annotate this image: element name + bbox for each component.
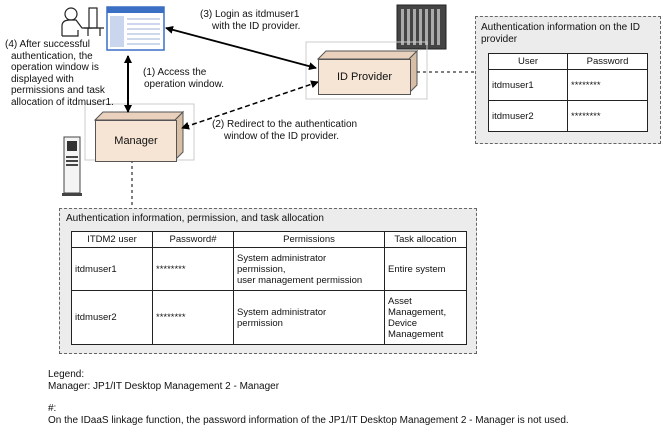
footnote-mark: #:	[48, 403, 57, 414]
table-row: itdmuser2 ********	[488, 100, 648, 132]
table-cell: System administrator permission, user ma…	[233, 247, 385, 291]
step1-line: operation window.	[144, 78, 225, 90]
cell-line: Entire system	[388, 263, 446, 275]
table-cell: itdmuser2	[488, 100, 568, 132]
cell-line: System administrator	[237, 306, 327, 318]
cell-line: permission,	[237, 263, 286, 275]
cell-line: Management,	[388, 306, 447, 318]
table-cell: itdmuser1	[488, 69, 568, 101]
step3-text: (3) Login as itdmuser1 with the ID provi…	[200, 9, 300, 32]
cell-line: permission	[237, 317, 283, 329]
manager-auth-table: ITDM2 user Password# Permissions Task al…	[71, 231, 467, 345]
cell-line: Management	[388, 328, 444, 340]
idp-auth-panel: Authentication information on the ID pro…	[475, 16, 661, 144]
manager-node: Manager	[95, 120, 177, 162]
table-cell: ********	[152, 247, 234, 291]
table-header: User	[488, 53, 568, 70]
step2-line: window of the ID provider.	[224, 130, 340, 142]
table-cell: Asset Management, Device Management	[384, 290, 467, 345]
table-row: itdmuser1 ******** System administrator …	[71, 247, 467, 291]
step4-line: (4) After successful	[5, 39, 91, 50]
table-cell: ********	[152, 290, 234, 345]
cell-line: Device	[388, 317, 418, 329]
table-header: Password#	[152, 231, 234, 248]
step4-line: authentication, the	[11, 50, 93, 62]
step1-line: (1) Access the	[143, 67, 207, 78]
arrow-login	[165, 25, 317, 71]
idp-panel-title: Authentication information on the ID pro…	[481, 22, 640, 45]
legend-heading: Legend:	[48, 369, 85, 380]
table-header: Permissions	[233, 231, 385, 248]
manager-label: Manager	[114, 135, 158, 147]
step3-line: (3) Login as itdmuser1	[200, 9, 300, 20]
step2-text: (2) Redirect to the authentication windo…	[212, 119, 357, 142]
table-cell: Entire system	[384, 247, 467, 291]
table-cell: ********	[567, 69, 648, 101]
manager-server-icon	[62, 136, 82, 196]
cell-line: Asset	[388, 295, 412, 307]
table-header: ITDM2 user	[71, 231, 153, 248]
step4-text: (4) After successful authentication, the…	[5, 39, 114, 108]
idp-auth-table: User Password itdmuser1 ******** itdmuse…	[488, 53, 648, 132]
cell-line: user management permission	[237, 274, 363, 286]
step3-line: with the ID provider.	[212, 20, 301, 32]
id-provider-label: ID Provider	[336, 71, 393, 83]
idp-panel-title-line: Authentication information on the ID	[481, 22, 640, 33]
idp-panel-title-line: provider	[481, 33, 518, 45]
user-icon	[61, 7, 104, 37]
step4-line: allocation of itdmuser1.	[11, 96, 114, 108]
operation-window-icon	[106, 6, 165, 51]
cell-line: System administrator	[237, 252, 327, 264]
manager-auth-panel: Authentication information, permission, …	[59, 208, 477, 354]
step1-text: (1) Access the operation window.	[143, 67, 224, 90]
table-row: itdmuser1 ********	[488, 69, 648, 101]
table-row: itdmuser2 ******** System administrator …	[71, 290, 467, 345]
table-header: Task allocation	[384, 231, 467, 248]
step4-line: permissions and task	[11, 85, 105, 96]
id-provider-node: ID Provider	[318, 59, 411, 95]
legend-line: Manager: JP1/IT Desktop Management 2 - M…	[48, 381, 280, 392]
table-cell: itdmuser1	[71, 247, 153, 291]
step4-line: displayed with	[11, 73, 74, 85]
table-header: Password	[567, 53, 648, 70]
table-cell: ********	[567, 100, 648, 132]
table-cell: itdmuser2	[71, 290, 153, 345]
manager-panel-title: Authentication information, permission, …	[66, 213, 324, 224]
footnote-text: On the IDaaS linkage function, the passw…	[48, 415, 569, 426]
table-cell: System administrator permission	[233, 290, 385, 345]
step4-line: operation window is	[11, 62, 99, 73]
step2-line: (2) Redirect to the authentication	[212, 119, 358, 130]
